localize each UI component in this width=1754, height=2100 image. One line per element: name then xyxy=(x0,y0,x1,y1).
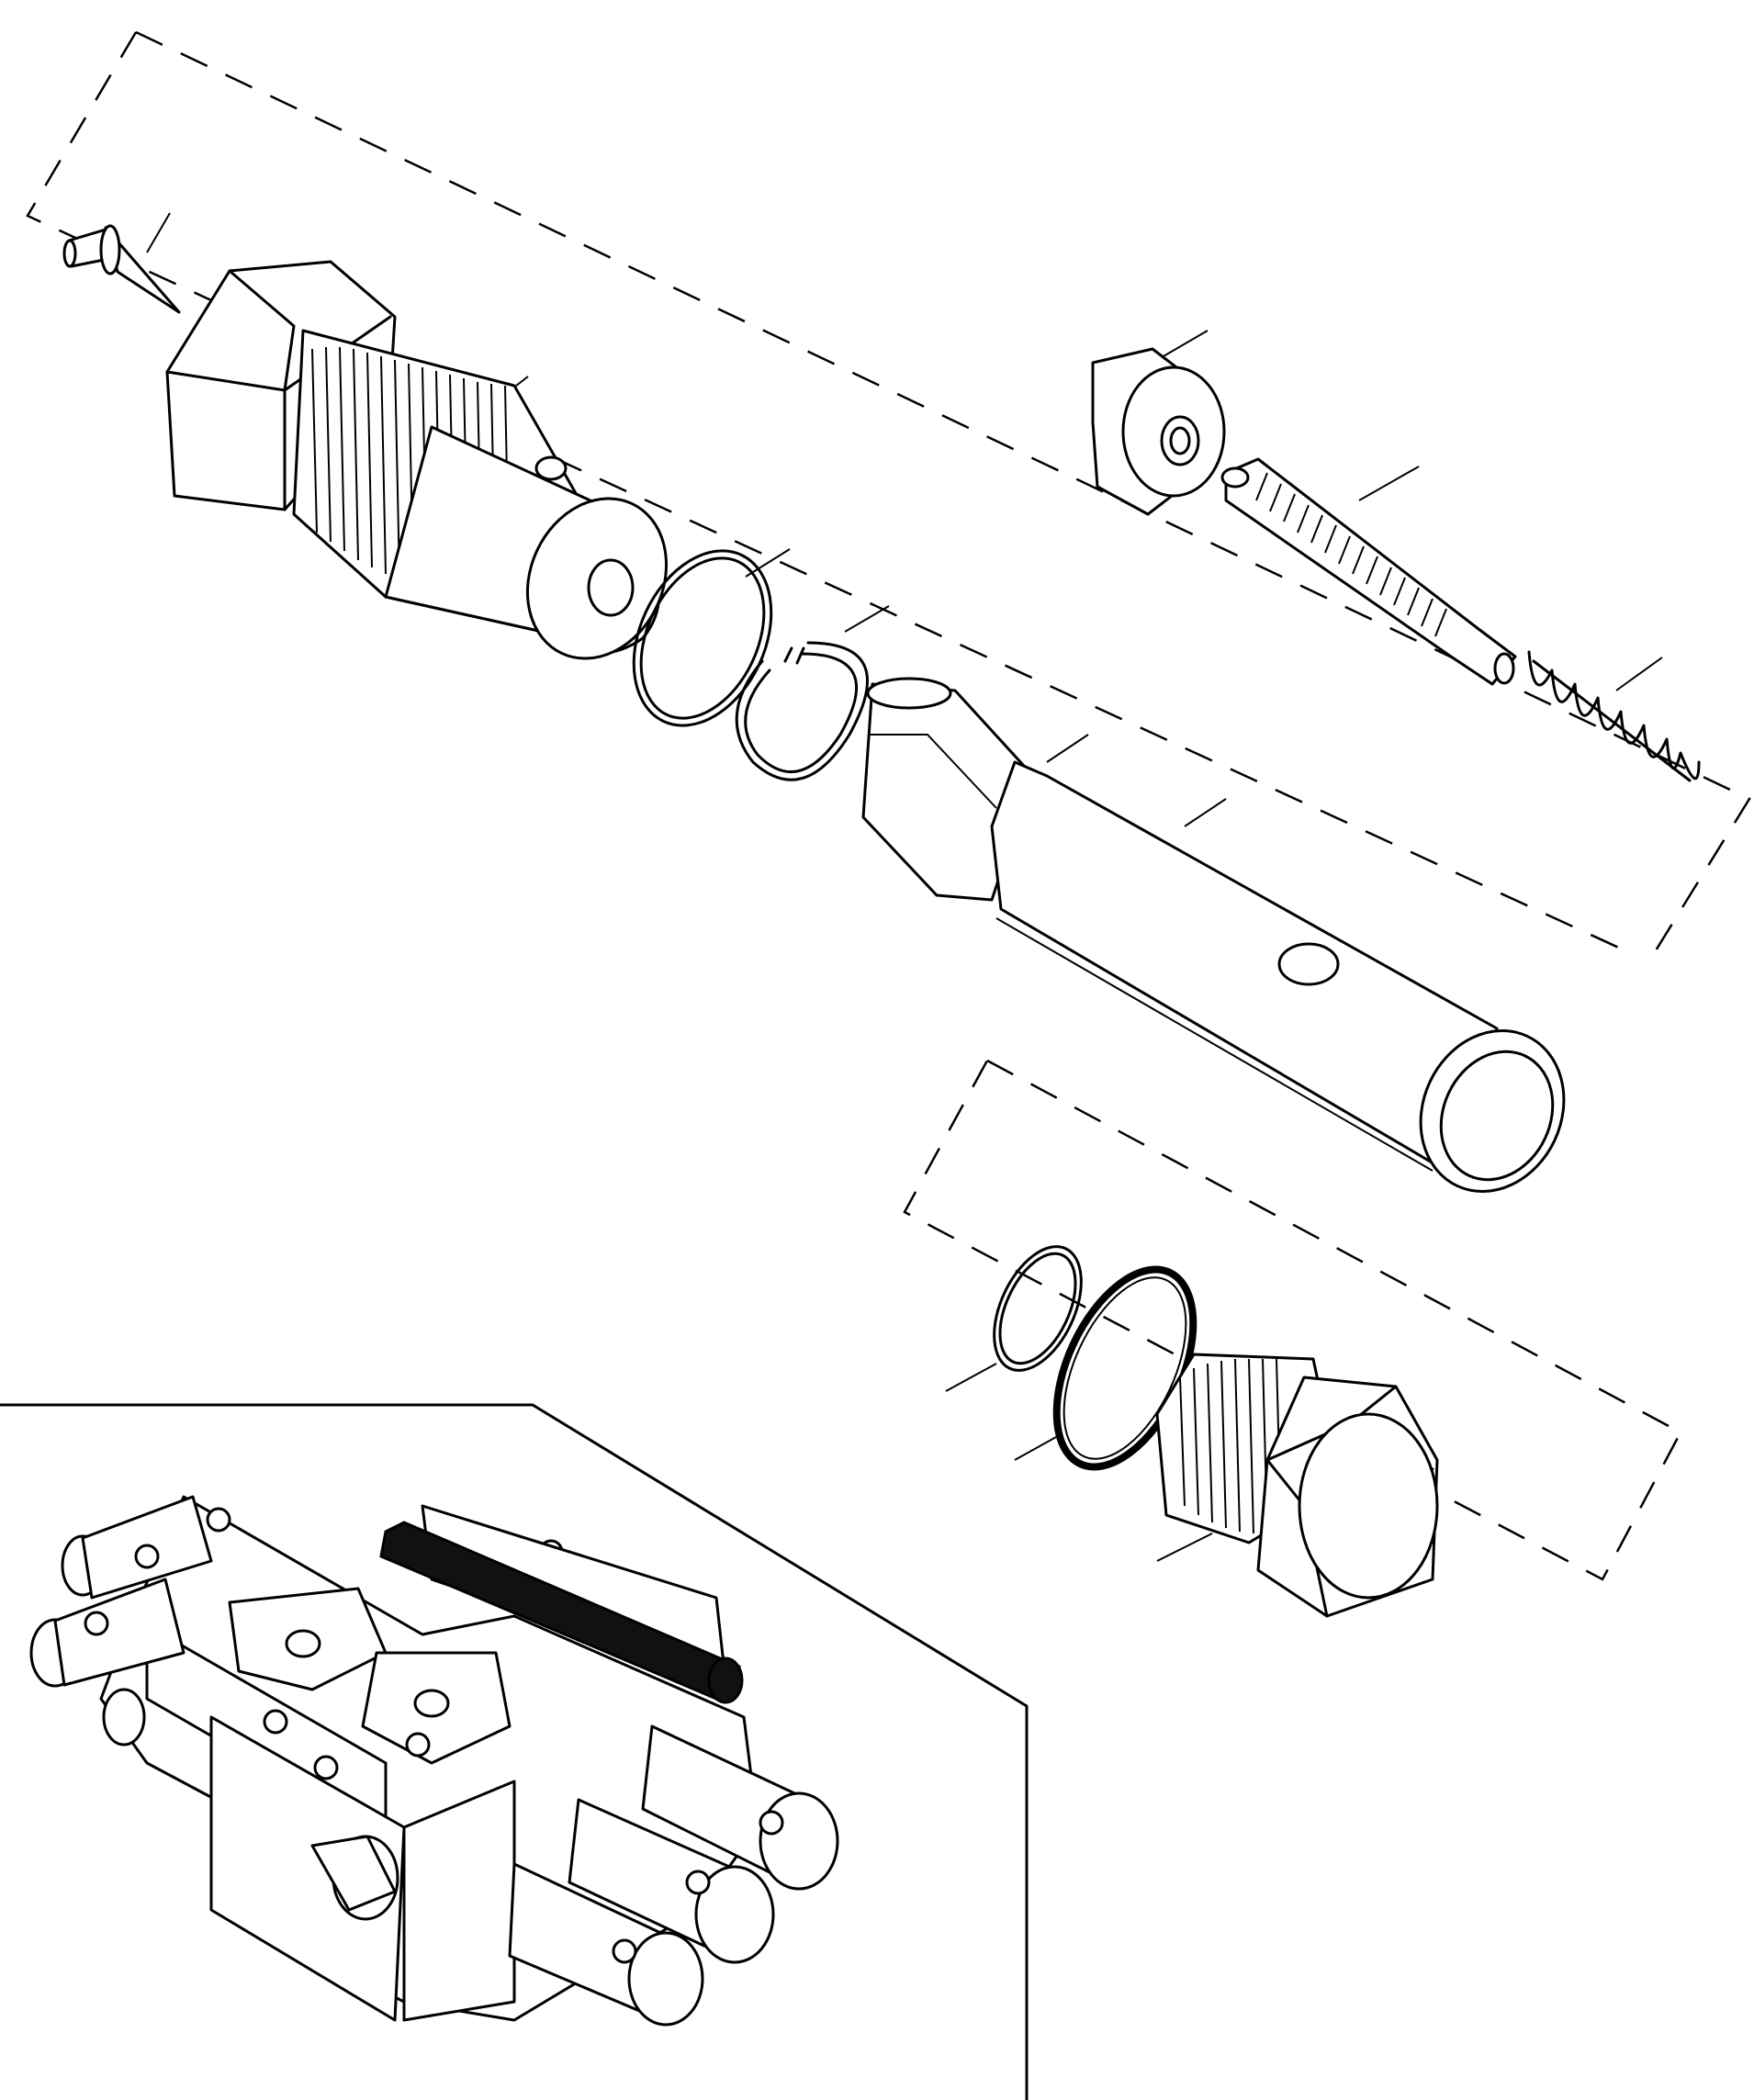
upper-group-dashed-outline xyxy=(26,30,1751,957)
snap-ring xyxy=(735,641,870,781)
piston-sleeve xyxy=(861,677,1035,902)
leader-lines xyxy=(146,212,1663,1562)
adjusting-nut xyxy=(1091,347,1226,516)
adjusting-screw xyxy=(1220,457,1517,686)
compression-spring xyxy=(1527,650,1701,782)
plug-hex-threaded xyxy=(1155,1353,1439,1618)
flange-plates xyxy=(228,1587,512,1765)
relief-valve-location-highlight xyxy=(379,1521,744,1704)
lower-group-dashed-outline xyxy=(903,1059,1682,1581)
valve-body-hex-threaded xyxy=(165,260,669,660)
relief-valve-poppet-cone xyxy=(62,224,181,314)
o-ring-lower-small xyxy=(993,1245,1083,1372)
sleeve-tube-with-port xyxy=(990,760,1566,1194)
locator-inset-frame xyxy=(0,1403,1029,2100)
control-valve-assembly xyxy=(29,1495,839,2027)
screw-threads xyxy=(1255,472,1447,637)
